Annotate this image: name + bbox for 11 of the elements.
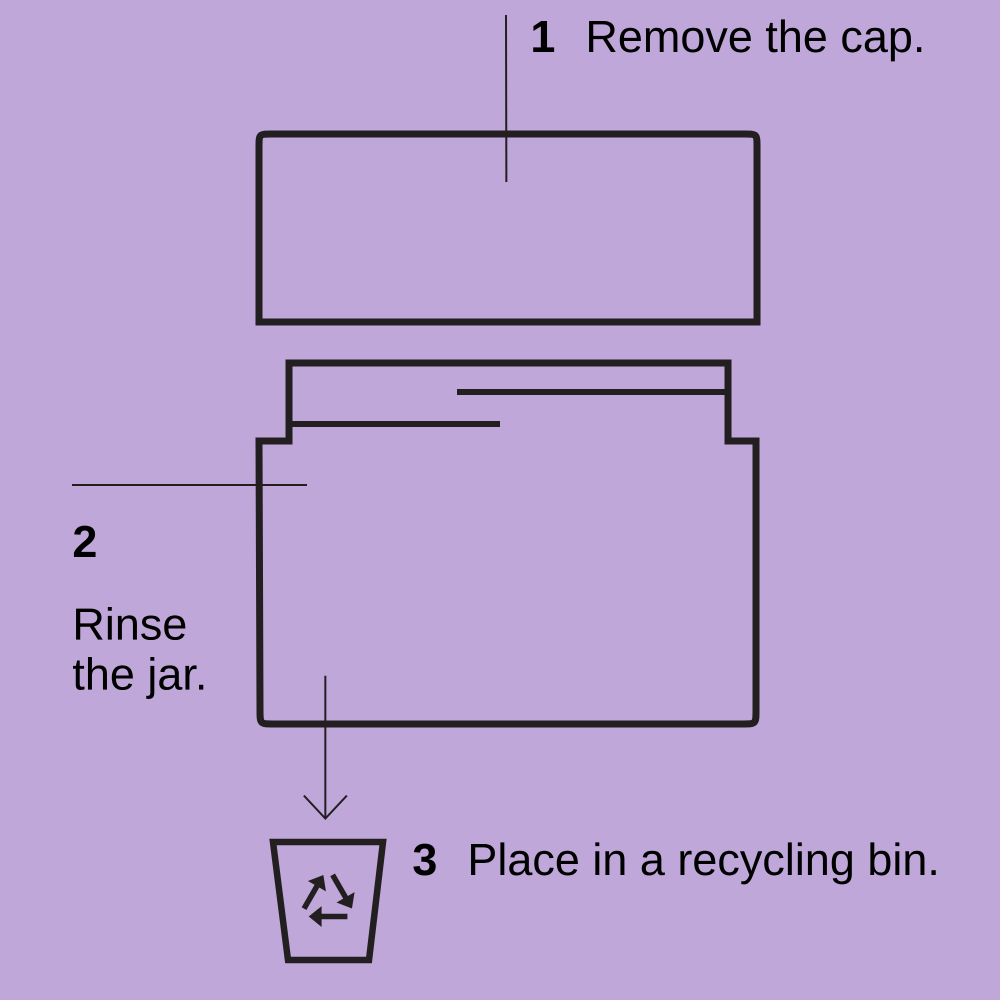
instruction-text: Place in a recycling bin. <box>471 842 936 884</box>
jar-drawing <box>256 360 760 728</box>
step-number: 3 <box>413 844 436 876</box>
lid-drawing <box>256 130 760 326</box>
step-number: 1 <box>533 21 554 52</box>
leader-line <box>505 15 508 182</box>
instruction-text: Remove the cap. <box>589 19 922 62</box>
step-number: 2 <box>74 526 96 557</box>
leader-line <box>72 484 307 486</box>
arrow <box>303 676 348 820</box>
instruction-text: Rinse the jar. <box>73 607 204 699</box>
